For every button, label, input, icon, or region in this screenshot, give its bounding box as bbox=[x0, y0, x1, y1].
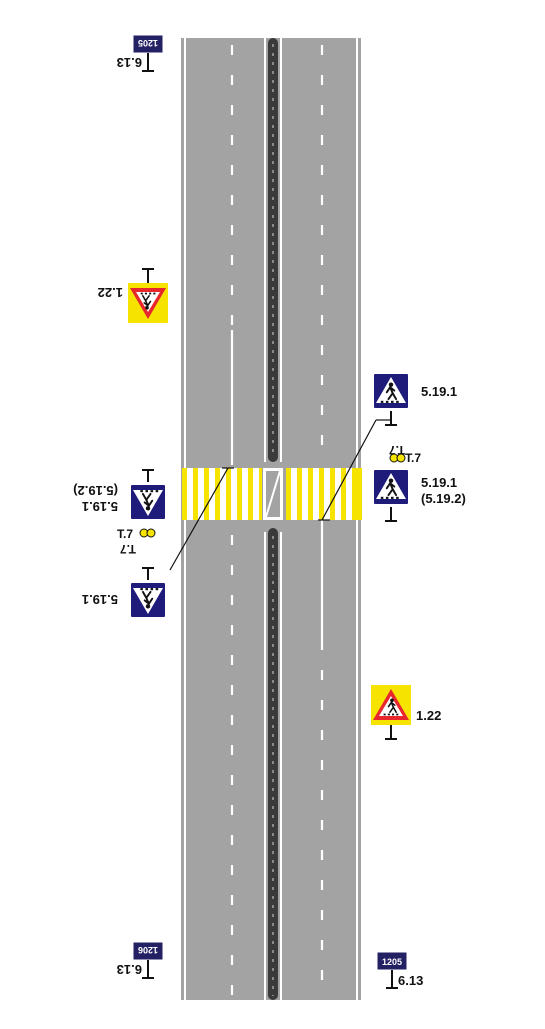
pedestrian-crossing bbox=[182, 468, 362, 520]
sign-code-label: 5.19.1 bbox=[82, 592, 118, 607]
sign-code-label: 5.19.1 bbox=[421, 384, 457, 399]
sign-code-label: 1.22 bbox=[98, 285, 123, 300]
sign-code-label: T.7 bbox=[117, 527, 133, 541]
sign-alt-code-label: (5.19.2) bbox=[73, 483, 118, 498]
left-sign-5-19-1-mid: 5.19.1 (5.19.2) bbox=[73, 469, 168, 522]
right-sign-5-19-1-top: 5.19.1 bbox=[371, 371, 457, 426]
sign-alt-code-label: (5.19.2) bbox=[421, 491, 466, 506]
left-traffic-light-t7: T.7 T.7 bbox=[117, 527, 156, 556]
crossing-stripe bbox=[324, 468, 330, 520]
crossing-stripe bbox=[291, 468, 297, 520]
plate-number: 1205 bbox=[138, 38, 158, 48]
sign-code-label: 6.13 bbox=[398, 973, 423, 988]
crossing-stripe bbox=[242, 468, 248, 520]
crossing-stripe bbox=[220, 468, 226, 520]
crossing-stripe bbox=[198, 468, 204, 520]
median-barrier bbox=[262, 38, 284, 1000]
crossing-stripe bbox=[302, 468, 308, 520]
sign-code-label: 1.22 bbox=[416, 708, 441, 723]
sign-code-label: T.7 bbox=[405, 451, 421, 465]
left-top-distance-plate-6-13: 1205 6.13 bbox=[117, 34, 164, 72]
lane-markings bbox=[230, 45, 324, 1000]
left-sign-1-22: 1.22 bbox=[98, 268, 168, 323]
leader-lines bbox=[169, 419, 390, 571]
lane-solid-markings bbox=[230, 330, 324, 640]
right-traffic-light-t7: T.7 T.7 bbox=[389, 443, 422, 465]
plate-number: 1206 bbox=[138, 945, 158, 955]
crossing-median-hatch bbox=[263, 468, 283, 520]
crossing-stripe bbox=[335, 468, 341, 520]
crossing-stripe bbox=[209, 468, 215, 520]
right-sign-1-22: 1.22 bbox=[371, 685, 441, 740]
left-sign-5-19-1-low: 5.19.1 bbox=[82, 567, 168, 620]
sign-code-label: 6.13 bbox=[117, 962, 142, 977]
sign-code-label-mirrored: T.7 bbox=[389, 443, 405, 457]
crossing-stripe bbox=[313, 468, 319, 520]
sign-code-label-mirrored: T.7 bbox=[120, 542, 136, 556]
right-distance-plate-6-13: 1205 6.13 bbox=[376, 951, 423, 989]
right-sign-5-19-1-mid: 5.19.1 (5.19.2) bbox=[371, 467, 466, 522]
sign-code-label: 5.19.1 bbox=[82, 499, 118, 514]
plate-number: 1205 bbox=[382, 957, 402, 967]
sign-code-label: 5.19.1 bbox=[421, 475, 457, 490]
left-bottom-distance-plate-6-13: 1206 6.13 bbox=[117, 941, 164, 979]
sign-code-label: 6.13 bbox=[117, 55, 142, 70]
crossing-stripe bbox=[231, 468, 237, 520]
crossing-stripe bbox=[346, 468, 352, 520]
crossing-stripe bbox=[187, 468, 193, 520]
crossing-stripe bbox=[253, 468, 259, 520]
